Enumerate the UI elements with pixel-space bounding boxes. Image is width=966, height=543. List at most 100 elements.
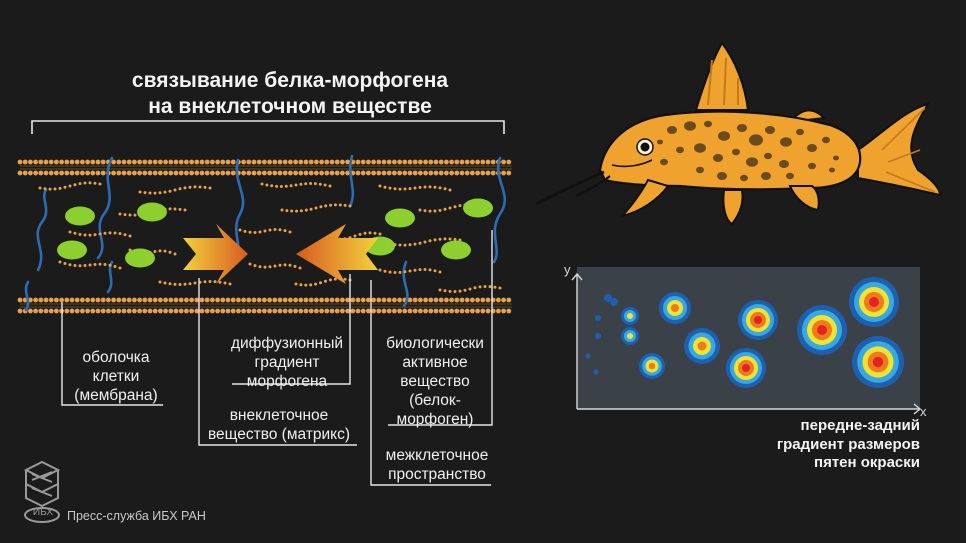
membrane-bead xyxy=(142,308,148,314)
title-bracket xyxy=(31,120,505,134)
membrane-bead xyxy=(475,297,480,303)
color-spot-ring xyxy=(754,316,762,324)
membrane-bead xyxy=(293,308,298,314)
strand-bead xyxy=(373,231,377,235)
membrane-bead xyxy=(121,297,127,303)
membrane-label-line: оболочка xyxy=(82,349,150,366)
bioactive-label-line: активное xyxy=(402,354,468,371)
membrane-bead xyxy=(288,308,293,314)
membrane-bead xyxy=(386,170,392,176)
membrane-label-line: клетки xyxy=(92,368,140,385)
strand-bead xyxy=(413,242,417,246)
membrane-bead xyxy=(423,297,428,303)
membrane-bead xyxy=(163,159,169,165)
color-spot-ring xyxy=(872,356,884,368)
fish-spot xyxy=(786,172,794,180)
strand-bead xyxy=(203,280,207,284)
strand-bead xyxy=(53,187,57,191)
strand-bead xyxy=(183,208,187,212)
membrane-bead xyxy=(64,308,70,314)
membrane-bead xyxy=(54,170,59,176)
matrix-label-line: вещество (матрикс) xyxy=(207,426,351,443)
strand-bead xyxy=(443,237,447,241)
strand-bead xyxy=(273,264,277,268)
membrane-bead xyxy=(80,170,85,176)
membrane-bead xyxy=(407,297,413,303)
membrane-bead xyxy=(485,170,491,176)
strand-bead xyxy=(299,283,303,287)
membrane-bead xyxy=(381,297,387,303)
morphogen-blob xyxy=(441,240,471,260)
membrane-bead xyxy=(204,170,210,176)
strand-bead xyxy=(78,264,82,268)
membrane-bead xyxy=(324,159,330,165)
strand-bead xyxy=(128,213,132,217)
strand-bead xyxy=(188,185,192,189)
catfish-illustration xyxy=(535,41,942,226)
strand-bead xyxy=(93,263,97,266)
strand-bead xyxy=(428,268,432,272)
strand-bead xyxy=(388,270,392,274)
color-spot-ring xyxy=(585,353,591,359)
membrane-bead xyxy=(189,297,195,303)
morphogen-blobs xyxy=(57,198,493,268)
strand-bead xyxy=(48,187,52,191)
membrane-bead xyxy=(355,159,361,165)
membrane-bead xyxy=(90,159,96,165)
membrane-bead xyxy=(282,297,288,303)
membrane-bead xyxy=(189,159,195,165)
color-spot-ring xyxy=(869,297,879,307)
membrane-bead xyxy=(272,170,278,176)
membrane-bead xyxy=(308,159,314,165)
membrane-bead xyxy=(74,159,80,165)
color-spot-ring xyxy=(817,325,827,335)
strand-bead xyxy=(193,281,197,285)
membrane-bead xyxy=(272,308,278,314)
membrane-bead xyxy=(230,170,236,176)
membrane-bead xyxy=(371,308,376,314)
morphogen-blob xyxy=(125,248,155,268)
membrane-bead xyxy=(418,297,423,303)
membrane-bead xyxy=(454,308,460,314)
membrane-bead xyxy=(95,308,101,314)
matrix-label-line: внеклеточное xyxy=(229,407,329,424)
fish-spot xyxy=(765,126,775,134)
fish-body xyxy=(598,110,862,191)
membrane-bead xyxy=(90,297,96,303)
strand-bead xyxy=(113,265,117,268)
membrane-bead xyxy=(459,297,465,303)
strand-bead xyxy=(318,182,322,186)
membrane-bead xyxy=(293,170,298,176)
membrane-bead xyxy=(152,308,158,314)
strand-bead xyxy=(343,203,347,207)
strand-bead xyxy=(309,182,313,185)
membrane-bead xyxy=(43,159,49,165)
strand-bead xyxy=(158,191,162,195)
membrane-bead xyxy=(142,170,148,176)
membrane-bead xyxy=(95,159,101,165)
membrane-bead xyxy=(132,308,137,314)
strand-bead xyxy=(223,281,227,285)
membrane-bead xyxy=(444,297,449,303)
strand-bead xyxy=(253,264,257,268)
membrane-bead xyxy=(251,308,257,314)
membrane-bead xyxy=(464,159,470,165)
membrane-bead xyxy=(355,170,361,176)
membrane-bead xyxy=(74,297,80,303)
color-spot-ring xyxy=(595,333,601,339)
fish-spot xyxy=(660,158,668,166)
strand-bead xyxy=(313,182,317,186)
bioactive-leader xyxy=(388,230,493,426)
strand-bead xyxy=(268,265,272,269)
membrane-bead xyxy=(246,308,252,314)
membrane-bead xyxy=(475,170,480,176)
strand-bead xyxy=(398,187,402,191)
strand-bead xyxy=(258,230,262,234)
membrane-bead xyxy=(480,170,486,176)
strand-bead xyxy=(88,181,92,185)
membrane-bead xyxy=(158,170,163,176)
membrane-bead xyxy=(168,297,174,303)
fish-spot xyxy=(749,134,763,146)
membrane-bead xyxy=(111,308,116,314)
matrix-fiber xyxy=(96,156,114,260)
